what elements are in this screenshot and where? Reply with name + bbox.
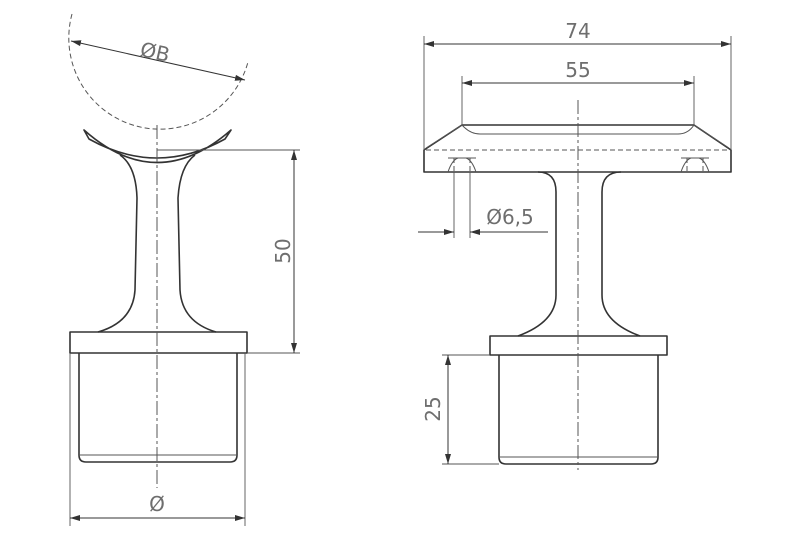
- label-height: 50: [271, 238, 295, 263]
- front-view: 74 55 Ø6,5 25: [418, 19, 732, 470]
- base-flange: [69, 331, 248, 354]
- side-view: ØB 50 Ø: [68, 13, 300, 526]
- label-plate-width: 74: [565, 19, 590, 43]
- dim-rail-diameter: [70, 40, 246, 81]
- hole-left: [447, 157, 477, 173]
- label-rail-diameter: ØB: [138, 37, 172, 67]
- label-hole-diameter: Ø6,5: [486, 205, 534, 229]
- spigot: [78, 353, 238, 463]
- hole-right: [680, 157, 710, 173]
- neck: [601, 171, 641, 337]
- neck: [517, 171, 557, 337]
- saddle: [83, 129, 232, 164]
- label-base-diameter: Ø: [149, 492, 165, 516]
- label-hole-spacing: 55: [565, 58, 590, 82]
- neck: [97, 154, 138, 333]
- rail-outline: [68, 13, 249, 130]
- neck: [177, 154, 217, 333]
- label-spigot-height: 25: [421, 396, 445, 421]
